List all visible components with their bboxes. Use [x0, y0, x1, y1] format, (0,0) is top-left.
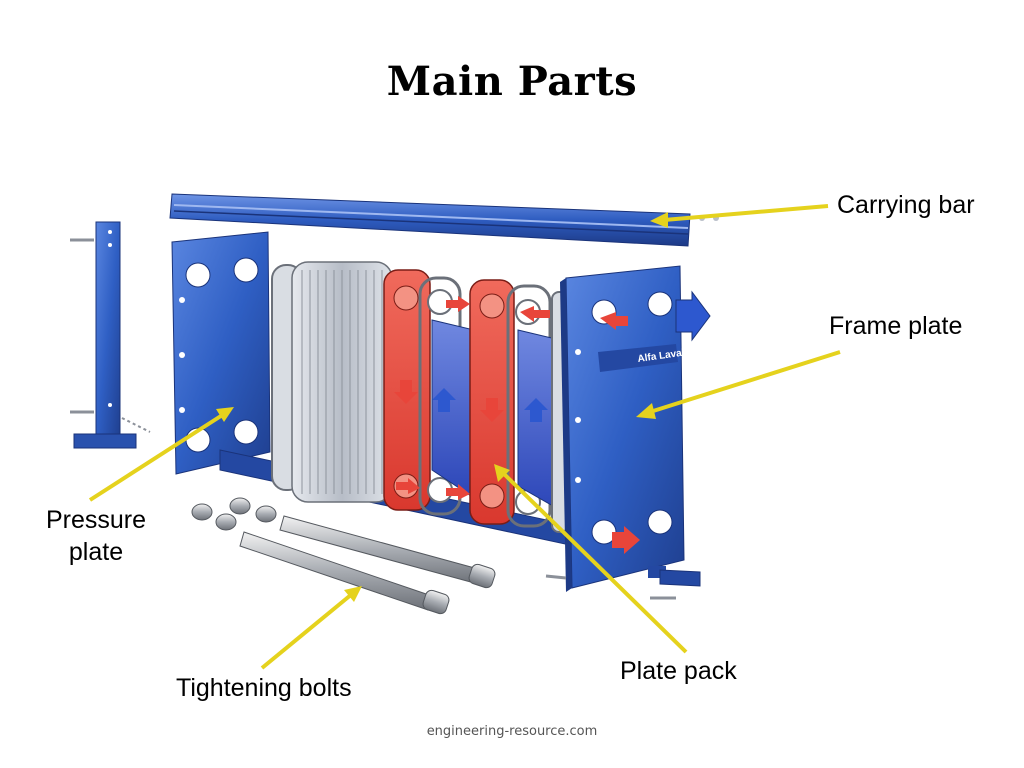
- leader-tightening-bolts: [260, 592, 354, 670]
- footer-source: engineering-resource.com: [426, 724, 598, 739]
- leader-frame-plate: [649, 350, 841, 414]
- label-carrying-bar: Carrying bar: [837, 191, 975, 219]
- page-title: Main Parts: [386, 58, 638, 105]
- label-frame-plate: Frame plate: [829, 312, 963, 340]
- label-pressure-plate-line2: plate: [68, 538, 124, 566]
- leader-plate-pack: [500, 470, 688, 654]
- leader-lines: [88, 204, 841, 670]
- arrowhead-plate-pack: [494, 464, 510, 482]
- arrowhead-tightening-bolts: [344, 586, 362, 602]
- leader-pressure-plate: [88, 412, 226, 502]
- plate-pack: [271, 261, 569, 533]
- arrowhead-frame-plate: [636, 403, 656, 419]
- tightening-bolts: [191, 497, 676, 615]
- frame-plate: [560, 265, 711, 592]
- label-tightening-bolts: Tightening bolts: [176, 674, 352, 702]
- carrying-bar: [169, 193, 719, 247]
- label-pressure-plate-line1: Pressure: [45, 506, 147, 534]
- arrowhead-pressure-plate: [216, 407, 234, 422]
- leader-carrying-bar: [663, 204, 829, 222]
- support-column: [70, 221, 151, 449]
- arrowhead-carrying-bar: [650, 212, 668, 228]
- label-pressure-plate: Pressure plate: [30, 504, 162, 568]
- label-plate-pack: Plate pack: [620, 657, 737, 685]
